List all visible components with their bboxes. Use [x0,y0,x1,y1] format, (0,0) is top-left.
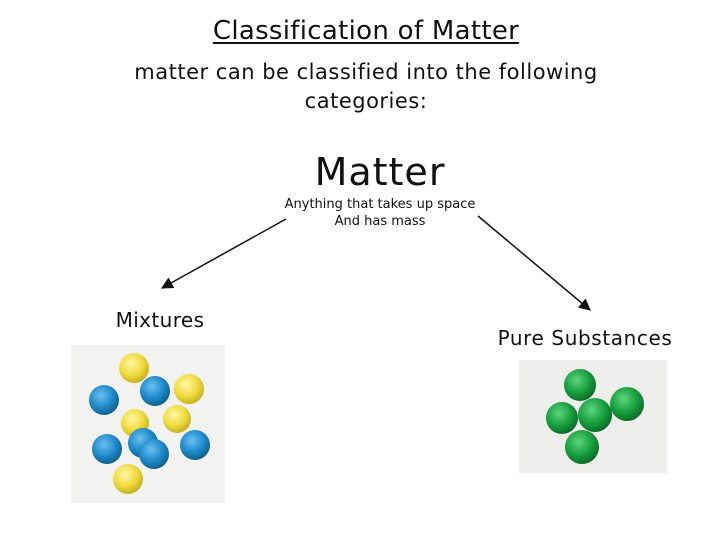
arrow-to-mixtures [160,218,287,289]
green-ball [610,387,644,421]
slide-title: Classification of Matter [212,16,520,46]
blue-ball [89,385,119,415]
slide-subtitle: matter can be classified into the follow… [134,60,598,113]
matter-definition: Anything that takes up space And has mas… [230,196,530,230]
matter-definition-line2: And has mass [334,214,426,229]
blue-ball [180,430,210,460]
yellow-ball [163,405,191,433]
yellow-ball [174,374,204,404]
mixtures-photo [71,345,225,503]
green-ball [564,369,596,401]
green-ball [578,398,612,432]
pure-substances-label: Pure Substances [497,326,673,350]
blue-ball [92,434,122,464]
green-ball [565,430,599,464]
mixtures-label: Mixtures [115,308,205,332]
yellow-ball [113,464,143,494]
matter-definition-line1: Anything that takes up space [284,197,476,212]
yellow-ball [119,353,149,383]
matter-label: Matter [314,150,446,194]
blue-ball [140,376,170,406]
arrow-to-pure-substances [477,215,591,311]
pure-substances-photo [519,360,667,473]
blue-ball [139,439,169,469]
green-ball [546,402,578,434]
